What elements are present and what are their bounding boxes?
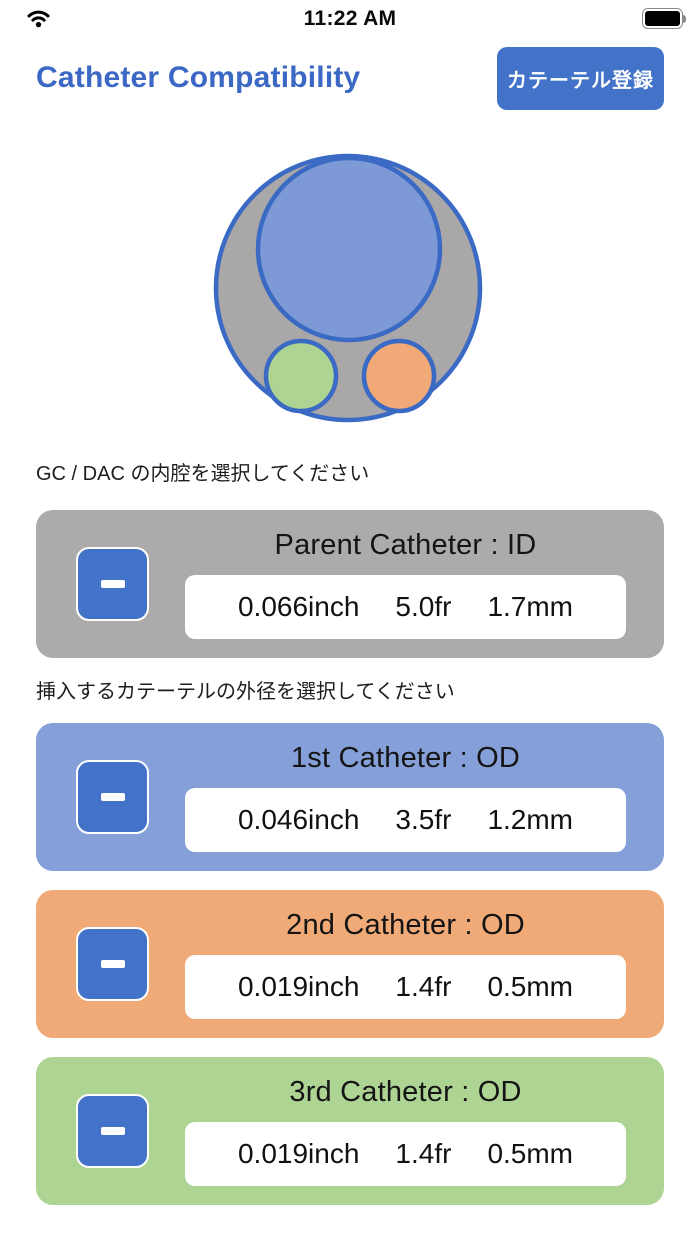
card-second-catheter: 2nd Catheter : OD 0.019inch 1.4fr 0.5mm <box>36 890 664 1038</box>
battery-icon <box>642 8 686 29</box>
card-body: 2nd Catheter : OD 0.019inch 1.4fr 0.5mm <box>185 909 626 1019</box>
minus-button-second[interactable] <box>76 927 149 1001</box>
compatibility-diagram <box>213 153 483 423</box>
status-bar: 11:22 AM <box>0 0 700 40</box>
third-catheter-circle <box>263 338 339 414</box>
value-mm: 1.7mm <box>487 591 574 622</box>
section-label-parent-lumen: GC / DAC の内腔を選択してください <box>36 463 370 485</box>
card-body: Parent Catheter : ID 0.066inch 5.0fr 1.7… <box>185 529 626 639</box>
register-catheter-button[interactable]: カテーテル登録 <box>497 46 664 110</box>
minus-icon <box>100 960 125 968</box>
value-fr: 1.4fr <box>395 1138 452 1169</box>
value-inch: 0.019inch <box>237 971 360 1002</box>
card-title-parent: Parent Catheter : ID <box>274 529 537 561</box>
value-inch: 0.046inch <box>237 804 360 835</box>
value-mm: 0.5mm <box>487 1138 574 1169</box>
size-value-field-second[interactable]: 0.019inch 1.4fr 0.5mm <box>185 955 626 1019</box>
header: Catheter Compatibility カテーテル登録 <box>0 40 700 116</box>
wifi-icon <box>27 9 50 33</box>
value-inch: 0.019inch <box>237 1138 360 1169</box>
page-title: Catheter Compatibility <box>36 61 361 94</box>
minus-button-first[interactable] <box>76 760 149 834</box>
status-time: 11:22 AM <box>303 7 397 30</box>
minus-icon <box>100 580 125 588</box>
minus-icon <box>100 793 125 801</box>
card-title-first: 1st Catheter : OD <box>290 742 521 774</box>
card-parent-catheter: Parent Catheter : ID 0.066inch 5.0fr 1.7… <box>36 510 664 658</box>
card-body: 3rd Catheter : OD 0.019inch 1.4fr 0.5mm <box>185 1076 626 1186</box>
size-value-field-third[interactable]: 0.019inch 1.4fr 0.5mm <box>185 1122 626 1186</box>
value-fr: 3.5fr <box>395 804 452 835</box>
size-value-field-first[interactable]: 0.046inch 3.5fr 1.2mm <box>185 788 626 852</box>
card-first-catheter: 1st Catheter : OD 0.046inch 3.5fr 1.2mm <box>36 723 664 871</box>
value-fr: 1.4fr <box>395 971 452 1002</box>
section-label-child-od: 挿入するカテーテルの外径を選択してください <box>36 681 455 703</box>
card-third-catheter: 3rd Catheter : OD 0.019inch 1.4fr 0.5mm <box>36 1057 664 1205</box>
card-body: 1st Catheter : OD 0.046inch 3.5fr 1.2mm <box>185 742 626 852</box>
card-title-second: 2nd Catheter : OD <box>286 909 525 941</box>
minus-button-parent[interactable] <box>76 547 149 621</box>
first-catheter-circle <box>255 155 443 343</box>
size-value-field-parent[interactable]: 0.066inch 5.0fr 1.7mm <box>185 575 626 639</box>
second-catheter-circle <box>361 338 437 414</box>
value-mm: 1.2mm <box>487 804 574 835</box>
minus-button-third[interactable] <box>76 1094 149 1168</box>
minus-icon <box>100 1127 125 1135</box>
value-inch: 0.066inch <box>237 591 360 622</box>
value-mm: 0.5mm <box>487 971 574 1002</box>
value-fr: 5.0fr <box>395 591 452 622</box>
card-title-third: 3rd Catheter : OD <box>289 1076 522 1108</box>
